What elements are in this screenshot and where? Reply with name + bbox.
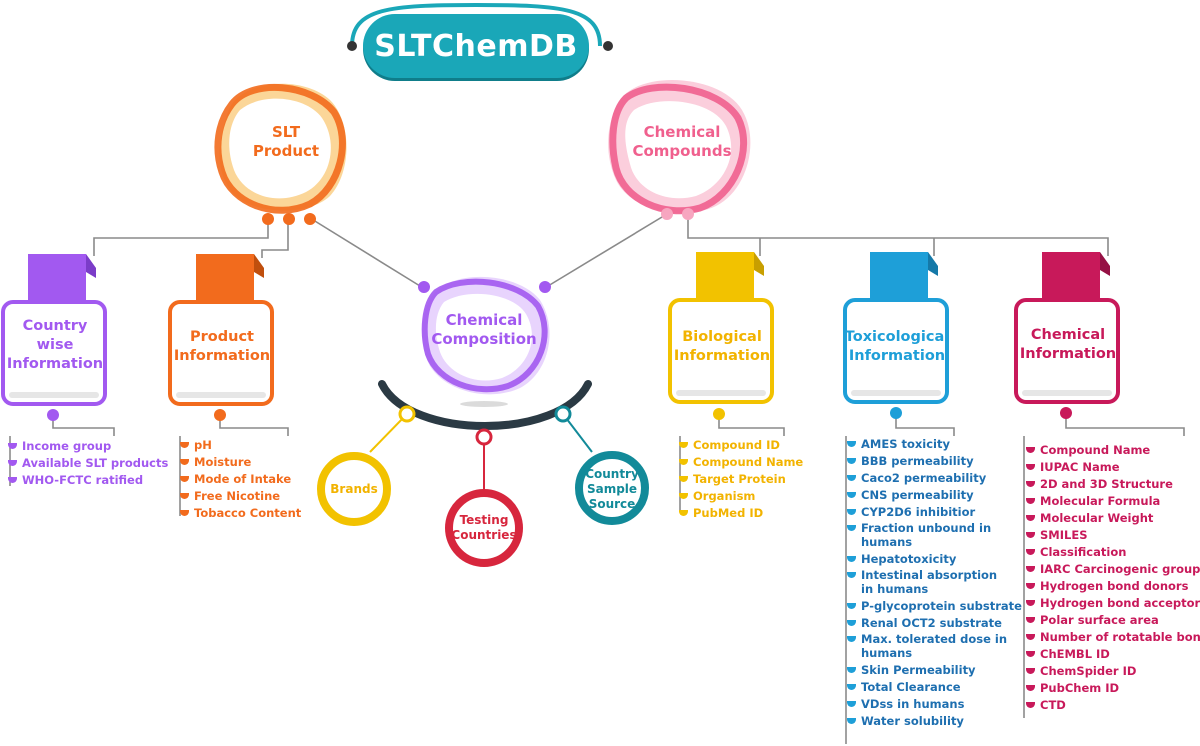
list-item: Polar surface area (1024, 612, 1200, 629)
card-country (1, 254, 107, 421)
list-item: Moisture (178, 454, 301, 471)
brands-label: Brands (330, 481, 378, 496)
list-item: Classification (1024, 544, 1200, 561)
list-item: Renal OCT2 substrate (845, 615, 1022, 632)
product-info-list: pH Moisture Mode of Intake Free Nicotine… (178, 437, 301, 522)
country-info-list: Income group Available SLT products WHO-… (6, 438, 168, 489)
list-item: Water solubility (845, 713, 1022, 730)
list-item: IUPAC Name (1024, 459, 1200, 476)
list-item: Total Clearance (845, 679, 1022, 696)
list-item: Hepatotoxicity (845, 551, 1022, 568)
list-item: IARC Carcinogenic group (1024, 561, 1200, 578)
list-item: P-glycoprotein substrate (845, 598, 1022, 615)
list-item: SMILES (1024, 527, 1200, 544)
list-item: Number of rotatable bonds (1024, 629, 1200, 646)
page-title: SLTChemDB (363, 14, 589, 78)
chemical-info-list: Compound Name IUPAC Name 2D and 3D Struc… (1024, 442, 1200, 714)
slt-product-node (214, 83, 347, 214)
list-item: Intestinal absorption in humans (845, 568, 1011, 598)
list-item: Compound ID (677, 437, 803, 454)
list-item: Mode of Intake (178, 471, 301, 488)
list-item: Hydrogen bond acceptors (1024, 595, 1200, 612)
biological-info-list: Compound ID Compound Name Target Protein… (677, 437, 803, 522)
card-toxicological-label: Toxicological Information (844, 329, 950, 364)
testing-countries-label: Testing Countries (451, 513, 517, 542)
list-item: WHO-FCTC ratified (6, 472, 168, 489)
toxicological-info-list: AMES toxicity BBB permeability Caco2 per… (845, 436, 1022, 730)
list-item: Fraction unbound in humans (845, 521, 1011, 551)
list-item: Tobacco Content (178, 505, 301, 522)
country-sample-source-circle (575, 451, 649, 525)
list-item: 2D and 3D Structure (1024, 476, 1200, 493)
list-item: Max. tolerated dose in humans (845, 632, 1011, 662)
list-item: Organism (677, 488, 803, 505)
brands-circle (317, 452, 391, 526)
list-item: Caco2 permeability (845, 470, 1022, 487)
title-decoration (347, 2, 613, 51)
list-item: BBB permeability (845, 453, 1022, 470)
junction-dots (262, 208, 694, 293)
list-item: Hydrogen bond donors (1024, 578, 1200, 595)
list-item: pH (178, 437, 301, 454)
chemical-composition-label: Chemical Composition (431, 311, 537, 348)
list-item: Compound Name (1024, 442, 1200, 459)
list-item: Skin Permeability (845, 662, 1022, 679)
list-item: PubMed ID (677, 505, 803, 522)
list-item: VDss in humans (845, 696, 1022, 713)
card-chemical (1014, 252, 1120, 419)
country-sample-source-label: Country Sample Source (585, 466, 639, 511)
chemical-compounds-label: Chemical Compounds (632, 123, 732, 160)
list-item: ChEMBL ID (1024, 646, 1200, 663)
card-toxicological (843, 252, 949, 419)
list-item: Target Protein (677, 471, 803, 488)
list-item: PubChem ID (1024, 680, 1200, 697)
card-product (168, 254, 274, 421)
list-item: CYP2D6 inhibitior (845, 504, 1022, 521)
list-item: Available SLT products (6, 455, 168, 472)
card-biological-label: Biological Information (673, 329, 771, 364)
chemical-composition-node (421, 276, 550, 407)
list-item: ChemSpider ID (1024, 663, 1200, 680)
card-biological (668, 252, 774, 420)
list-item: Free Nicotine (178, 488, 301, 505)
list-item: CTD (1024, 697, 1200, 714)
card-chemical-label: Chemical Information (1019, 327, 1117, 362)
list-item: CNS permeability (845, 487, 1022, 504)
chemical-compounds-node (608, 79, 751, 215)
list-item: Income group (6, 438, 168, 455)
card-country-label: Country wise Information (6, 317, 104, 372)
card-product-label: Product Information (173, 329, 271, 364)
list-item: Compound Name (677, 454, 803, 471)
list-item: Molecular Weight (1024, 510, 1200, 527)
list-item: AMES toxicity (845, 436, 1022, 453)
testing-countries-circle (445, 489, 523, 567)
slt-product-label: SLT Product (252, 123, 320, 160)
composition-arc (369, 380, 593, 492)
list-item: Molecular Formula (1024, 493, 1200, 510)
